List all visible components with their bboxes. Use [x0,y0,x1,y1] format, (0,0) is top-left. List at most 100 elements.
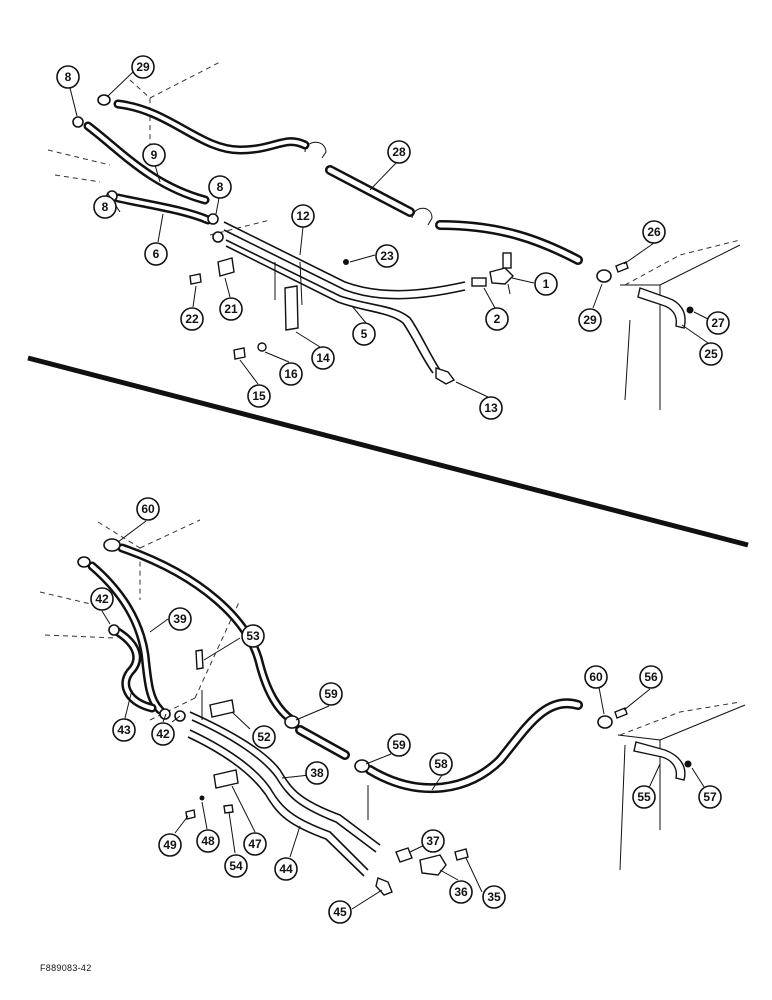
svg-text:55: 55 [637,790,651,804]
callout-2: 2 [485,307,509,331]
frame-wall-right-lower [617,704,746,871]
svg-text:57: 57 [703,790,717,804]
clamp-part-29-right [596,269,612,283]
svg-text:6: 6 [153,247,160,261]
leader-45 [351,889,383,910]
plug-part-23 [343,259,349,265]
clamp-part-42-left [108,624,120,636]
bracket-part-14 [284,285,299,331]
svg-text:53: 53 [246,629,260,643]
leader-42a [101,610,111,625]
callout-45: 45 [328,900,352,924]
hose-part-6-highlight [116,196,210,222]
svg-text:59: 59 [324,687,338,701]
callout-35: 35 [482,885,506,909]
leader-15 [239,359,259,385]
clamp-part-60-left [103,538,121,552]
hose-part-9-branch-highlight [86,124,207,202]
bracket-part-52 [209,699,235,718]
svg-text:59: 59 [392,738,406,752]
clamp-part-8-mid-b [212,231,224,243]
svg-text:42: 42 [95,592,109,606]
elbow-part-25 [637,287,686,329]
leader-48 [201,801,208,830]
fitting-part-2 [471,277,487,287]
hose-part-60-long-highlight [120,546,294,722]
leader-39 [149,618,169,633]
callout-25: 25 [699,342,723,366]
leader-57 [691,767,707,791]
svg-text:58: 58 [434,757,448,771]
hose-right-upper-highlight [437,222,581,263]
leader-21 [224,277,231,298]
callout-38: 38 [305,761,329,785]
fitting-part-57 [684,760,692,768]
washer-part-48 [199,795,205,801]
fitting-part-35 [454,848,469,861]
svg-text:52: 52 [257,730,271,744]
clamp-part-59-right [354,759,370,773]
leader-9 [154,164,161,183]
callout-27: 27 [706,311,730,335]
svg-text:37: 37 [426,834,440,848]
callout-49: 49 [158,833,182,857]
bracket-part-21 [217,257,235,277]
callouts: 8 29 9 8 8 6 28 12 23 1 2 22 21 14 5 16 … [56,55,730,924]
hose-part-58-highlight [367,700,581,791]
tube-part-44-b [187,736,365,877]
frame-outline-left [129,61,221,150]
svg-text:16: 16 [284,367,298,381]
leader-28 [369,162,397,191]
callout-44: 44 [274,857,298,881]
svg-text:28: 28 [392,145,406,159]
clamp-part-8-left [72,116,84,128]
svg-text:48: 48 [201,834,215,848]
callout-59a: 59 [319,682,343,706]
svg-text:12: 12 [296,209,310,223]
callout-55: 55 [632,785,656,809]
svg-text:36: 36 [454,885,468,899]
leader-26 [623,242,655,265]
svg-text:15: 15 [252,389,266,403]
svg-text:29: 29 [583,313,597,327]
leader-47 [231,785,256,833]
leader-55 [647,763,661,791]
bolt-part-49 [185,809,196,820]
svg-text:27: 27 [711,316,725,330]
leader-43 [124,689,133,719]
svg-text:25: 25 [704,347,718,361]
callout-21: 21 [219,297,243,321]
frame-wall-right [620,244,741,410]
callout-37: 37 [421,829,445,853]
callout-47: 47 [243,832,267,856]
callout-6: 6 [144,242,168,266]
callout-14: 14 [311,346,335,370]
leader-22 [192,285,197,308]
callout-58: 58 [429,752,453,776]
callout-29b: 29 [578,308,602,332]
tube-part-38-b [191,719,377,853]
nut-part-54 [223,804,234,814]
valve-part-1-stem [502,252,512,269]
svg-text:45: 45 [333,905,347,919]
leader-54 [228,811,236,854]
svg-text:38: 38 [310,766,324,780]
leader-59a [295,705,330,721]
leader-8a [69,87,78,117]
leader-12 [299,226,304,256]
leader-29b [592,283,603,309]
callout-13: 13 [479,396,503,420]
tube-part-5 [225,239,441,371]
clamp-part-29-left [97,94,111,106]
leader-lines [69,71,717,910]
leader-56 [623,688,651,711]
svg-text:44: 44 [279,862,293,876]
callout-53: 53 [241,624,265,648]
bolt-part-22 [189,273,202,285]
svg-text:23: 23 [380,249,394,263]
svg-text:22: 22 [185,312,199,326]
svg-text:26: 26 [647,225,661,239]
svg-text:29: 29 [136,60,150,74]
clamp-part-42-top [77,556,91,568]
